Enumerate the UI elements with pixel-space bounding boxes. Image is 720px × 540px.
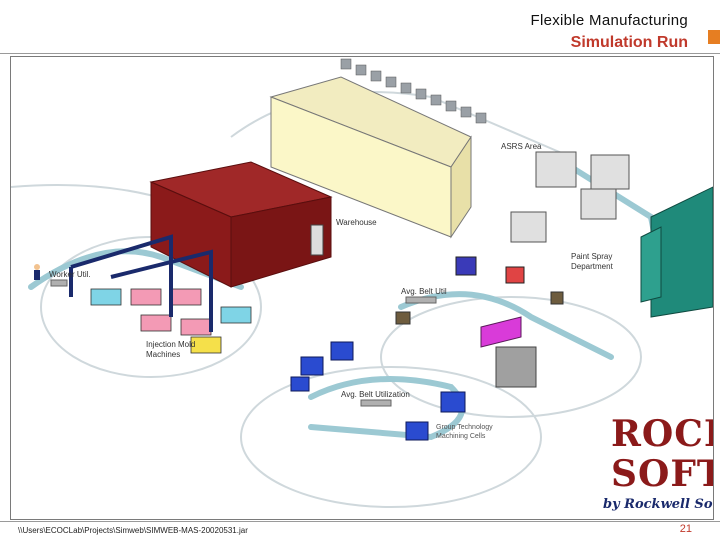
warehouse-building bbox=[149, 161, 333, 288]
paint-label: Paint Spray bbox=[571, 252, 612, 261]
simulation-viewport[interactable]: ASRS Area Warehouse Paint Spray Departme… bbox=[10, 56, 714, 520]
worker-figure bbox=[34, 264, 40, 280]
avg-belt-upper-bar bbox=[405, 296, 437, 304]
factory-scene: ASRS Area Warehouse Paint Spray Departme… bbox=[11, 58, 713, 508]
top-divider bbox=[0, 53, 720, 54]
file-path: \\Users\ECOCLab\Projects\Simweb\SIMWEB-M… bbox=[18, 526, 248, 535]
brand-line-2: SOFTW bbox=[611, 453, 713, 495]
conveyor-bottom bbox=[308, 376, 466, 441]
brand-line-3: by Rockwell So bbox=[603, 497, 713, 512]
brand-line-1: ROCKY bbox=[611, 413, 713, 455]
slide-subtitle: Simulation Run bbox=[570, 34, 688, 51]
worker-label: Worker Util. bbox=[49, 270, 91, 279]
svg-text:Machining Cells: Machining Cells bbox=[436, 433, 486, 440]
paint-building bbox=[640, 186, 713, 318]
page-number: 21 bbox=[679, 523, 692, 535]
walkway-loop-right bbox=[380, 296, 642, 418]
injection-label: Injection Mold bbox=[146, 340, 195, 349]
paint-booths bbox=[510, 151, 630, 243]
svg-text:Department: Department bbox=[571, 262, 614, 271]
avg-belt-upper-label: Avg. Belt Util bbox=[401, 287, 447, 296]
injection-gantry bbox=[69, 234, 213, 332]
svg-text:Machines: Machines bbox=[146, 350, 180, 359]
worker-util-bar bbox=[50, 279, 68, 287]
svg-text:ASRS Area: ASRS Area bbox=[501, 142, 542, 151]
walkway-loop-bottom bbox=[240, 366, 542, 508]
group-tech-machines bbox=[290, 341, 466, 441]
rocky-software-logo: ROCKY SOFTW by Rockwell So bbox=[603, 413, 713, 519]
slide-title: Flexible Manufacturing bbox=[530, 12, 688, 29]
asrs-building bbox=[269, 58, 487, 239]
injection-machines bbox=[90, 288, 252, 354]
asrs-label-text: ASRS Area bbox=[501, 142, 542, 151]
warehouse-label: Warehouse bbox=[336, 218, 377, 227]
group-tech-label: Group Technology bbox=[436, 424, 493, 431]
avg-belt-lower-label: Avg. Belt Utilization bbox=[341, 390, 410, 399]
small-stations bbox=[395, 256, 564, 388]
conveyor-left bbox=[28, 248, 244, 290]
bottom-divider bbox=[0, 521, 720, 522]
accent-bar bbox=[708, 30, 720, 44]
avg-belt-lower-bar bbox=[360, 399, 392, 407]
